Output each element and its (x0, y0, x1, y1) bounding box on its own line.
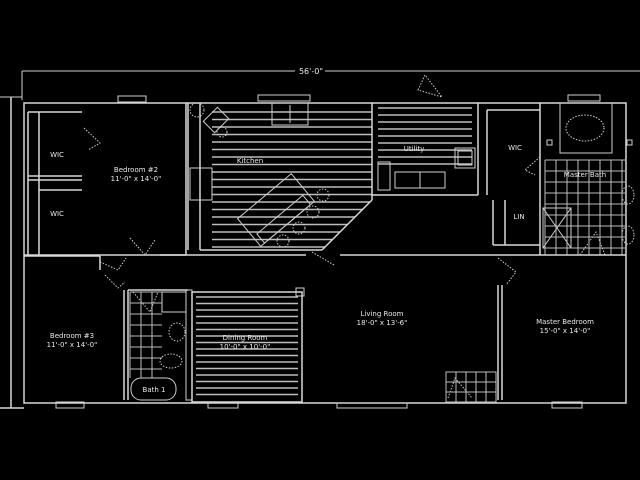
room-name-bedroom-2: Bedroom #2 (114, 166, 158, 174)
room-size-bedroom-2: 11'-0" x 14'-0" (111, 175, 162, 183)
room-labels: Bedroom #2 11'-0" x 14'-0" WIC WIC Kitch… (47, 144, 607, 394)
room-name-linen: LIN (513, 213, 524, 221)
utility-area (378, 107, 472, 165)
room-size-dining-room: 10'-0" x 10'-0" (220, 343, 271, 351)
room-name-master-bedroom: Master Bedroom (536, 318, 594, 326)
room-name-wic-upper: WIC (50, 151, 64, 159)
room-size-living-room: 18'-0" x 13'-6" (357, 319, 408, 327)
lower-left-walls (24, 255, 193, 401)
utility-walls (371, 74, 479, 200)
kitchen-floor (212, 111, 372, 248)
bedroom-2-area (24, 103, 187, 256)
dining-walls (120, 254, 306, 403)
room-name-bath-1: Bath 1 (143, 386, 166, 394)
master-bath-tile (544, 159, 625, 255)
overall-width-label: 56'-0" (299, 67, 323, 76)
room-name-living-room: Living Room (361, 310, 404, 318)
exterior-walls (0, 97, 627, 409)
room-size-master-bedroom: 15'-0" x 14'-0" (540, 327, 591, 335)
room-name-wic-master: WIC (508, 144, 522, 152)
room-name-bedroom-3: Bedroom #3 (50, 332, 94, 340)
bath-1-tile (129, 291, 162, 378)
room-name-dining-room: Dining Room (223, 334, 268, 342)
overall-dimension: 56'-0" (0, 67, 640, 100)
room-size-bedroom-3: 11'-0" x 14'-0" (47, 341, 98, 349)
fireplace-tile (445, 371, 497, 403)
master-suite-walls (486, 102, 635, 256)
dining-floor (196, 296, 298, 396)
living-room-walls (311, 251, 626, 403)
room-name-utility: Utility (404, 145, 425, 153)
room-name-wic-lower: WIC (50, 210, 64, 218)
room-name-master-bath: Master Bath (564, 171, 606, 179)
kitchen-walls (187, 102, 373, 251)
room-name-kitchen: Kitchen (237, 157, 263, 165)
